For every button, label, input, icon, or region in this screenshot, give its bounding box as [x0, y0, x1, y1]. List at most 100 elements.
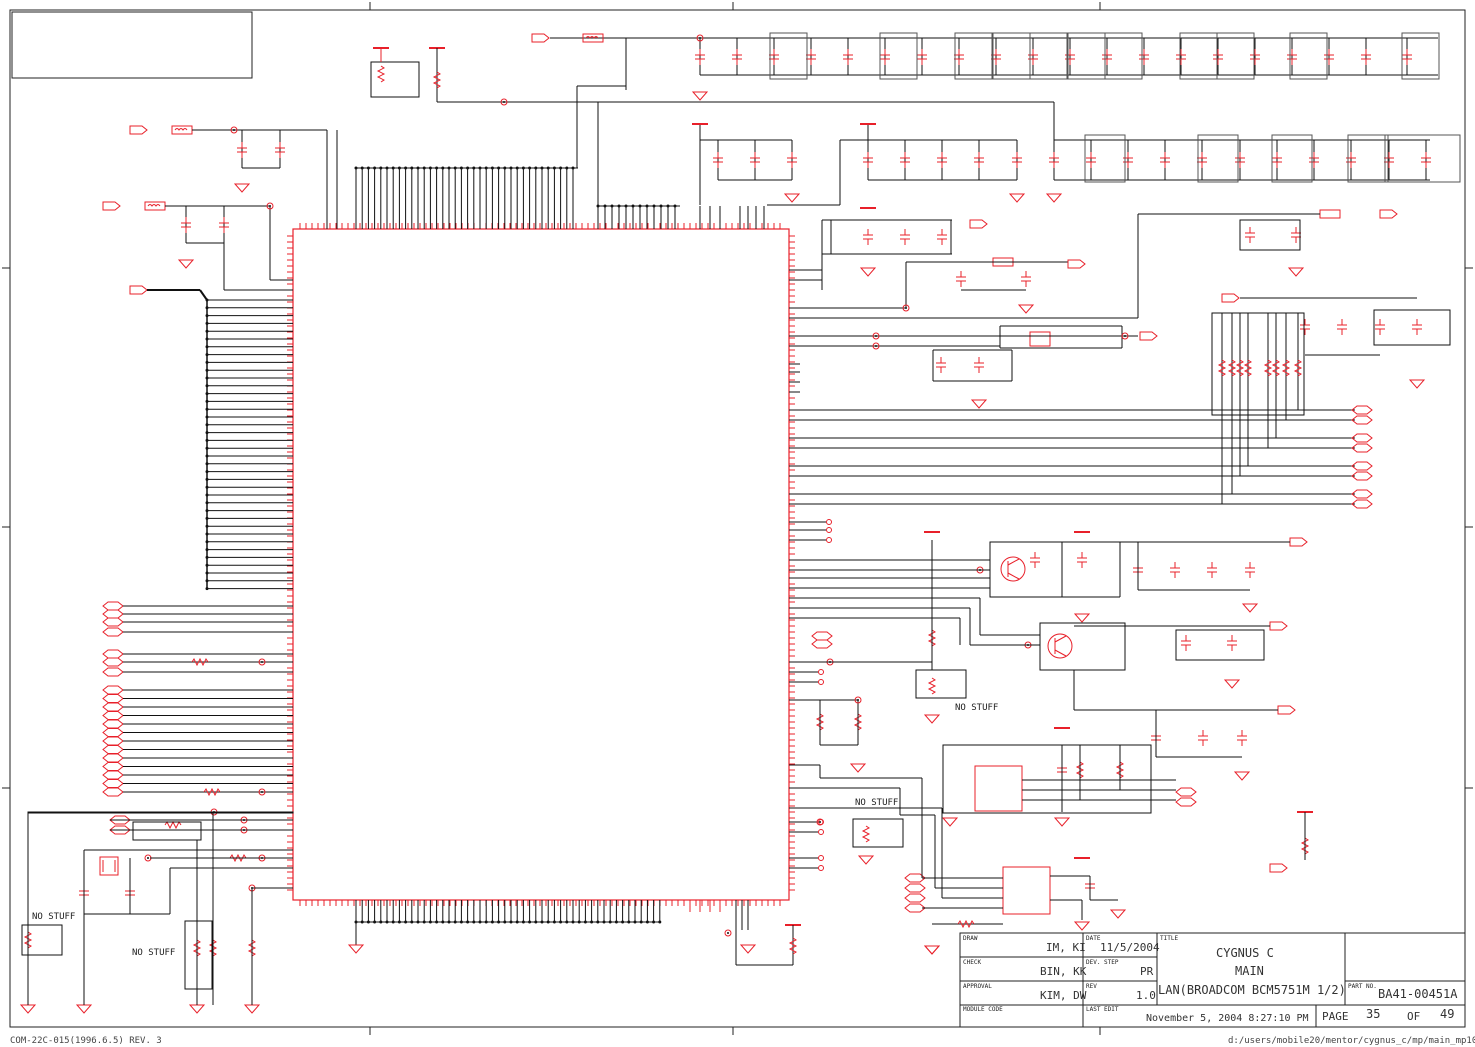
top-decoupling-caps: [691, 32, 1440, 101]
signal-port: [102, 627, 124, 637]
dev-step-value: PR: [1140, 965, 1154, 978]
cap-group-box: [1179, 32, 1218, 80]
resistor: [853, 713, 863, 731]
ground-symbol: [923, 945, 941, 955]
part-no-label: PART NO.: [1348, 983, 1377, 990]
signal-port: [102, 694, 124, 703]
signal-port: [904, 883, 926, 893]
ic-pins-top: [299, 223, 781, 229]
cap-group-box: [1239, 219, 1301, 251]
signal-port: [1269, 621, 1288, 631]
cap-group-box: [879, 32, 918, 80]
test-point: [826, 537, 832, 543]
ground-symbol: [347, 944, 365, 954]
resistor: [1271, 359, 1281, 377]
signal-port: [102, 736, 124, 746]
sheet-border: [9, 9, 1466, 1028]
no-stuff-label-3: NO STUFF: [32, 912, 76, 922]
test-point-dot: [857, 699, 859, 701]
bus-junction: [205, 423, 209, 427]
no-stuff-box-2: [852, 818, 904, 848]
test-point-dot: [875, 345, 877, 347]
ground-symbol: [849, 763, 867, 773]
test-point-dot: [261, 791, 263, 793]
resistor: [208, 939, 218, 957]
no-stuff-label-2: NO STUFF: [855, 798, 899, 808]
bus-junction: [205, 415, 209, 419]
ground-symbol: [1053, 817, 1071, 827]
bus-junction: [205, 329, 209, 333]
rev-value: 1.0: [1136, 989, 1156, 1002]
test-point-ring: [230, 126, 238, 134]
bus-junction: [205, 399, 209, 403]
ground-symbol: [1008, 193, 1026, 203]
dev-step-label: DEV. STEP: [1086, 959, 1119, 966]
bus-junction: [205, 493, 209, 497]
ground-symbol: [75, 1004, 93, 1014]
ground-symbol: [233, 183, 251, 193]
part-no-value: BA41-00451A: [1378, 987, 1458, 1001]
test-point-dot: [819, 821, 821, 823]
page-label: PAGE: [1322, 1010, 1349, 1023]
inductor-pair: [1029, 331, 1051, 347]
ground-symbol: [1045, 193, 1063, 203]
bottom-gnd-bus: [347, 900, 941, 966]
signal-port: [1351, 415, 1373, 425]
date-value: 11/5/2004: [1100, 941, 1160, 954]
cap-group-box: [1104, 32, 1143, 80]
test-point-ring: [266, 202, 274, 210]
signal-port: [1351, 499, 1373, 509]
ground-symbol: [923, 945, 941, 955]
resistor: [164, 820, 182, 830]
cap-group-box: [1216, 32, 1255, 80]
of-value: 49: [1440, 1007, 1455, 1021]
resistor: [1293, 359, 1303, 377]
bus-junction: [205, 345, 209, 349]
rev-label: REV: [1086, 983, 1097, 990]
ground-symbol: [243, 1004, 261, 1014]
left-bidir-ports: [19, 142, 293, 1014]
draw-value: IM, KI: [1046, 941, 1086, 954]
ic-pins-right: [789, 235, 795, 891]
bus-junction: [205, 360, 209, 364]
bus-junction: [205, 540, 209, 544]
ground-symbol: [1233, 771, 1251, 781]
bus-junction: [205, 392, 209, 396]
rnet-elements: [1217, 359, 1303, 377]
cap-group-box: [1084, 134, 1126, 183]
bus-junction: [205, 477, 209, 481]
test-point-ring: [500, 98, 508, 106]
test-point: [826, 527, 832, 533]
cap-group-box: [954, 32, 993, 80]
crystal-oscillator: [21, 811, 294, 1005]
test-point-dot: [699, 37, 701, 39]
bus-junction: [205, 470, 209, 474]
test-point-dot: [233, 129, 235, 131]
resistor: [1281, 359, 1291, 377]
signal-port: [102, 649, 124, 659]
test-point-dot: [269, 205, 271, 207]
test-point-ring: [724, 929, 732, 937]
top-input-port: [531, 33, 604, 43]
last-edit-value: November 5, 2004 8:27:10 PM: [1146, 1013, 1309, 1024]
transistor-q2: [1039, 622, 1126, 671]
cap-box-q2: [1175, 629, 1265, 661]
ground-symbol: [1241, 603, 1259, 613]
resistor: [229, 853, 247, 863]
test-point-ring: [1121, 332, 1129, 340]
date-label: DATE: [1086, 935, 1101, 942]
main-ic-bcm5751m: [292, 228, 790, 901]
signal-port: [102, 617, 124, 627]
top-left-resistors: [370, 48, 442, 102]
signal-port: [102, 779, 124, 788]
bus-junction: [205, 438, 209, 442]
bus-junction: [205, 337, 209, 341]
signal-port: [102, 719, 124, 729]
ground-symbol: [857, 855, 875, 865]
signal-port: [1351, 471, 1373, 481]
signal-port: [102, 601, 124, 611]
right-data-bus: [144, 34, 1398, 955]
test-point-ring: [258, 658, 266, 666]
bus-junction: [205, 485, 209, 489]
left-input-ports: [102, 125, 193, 295]
